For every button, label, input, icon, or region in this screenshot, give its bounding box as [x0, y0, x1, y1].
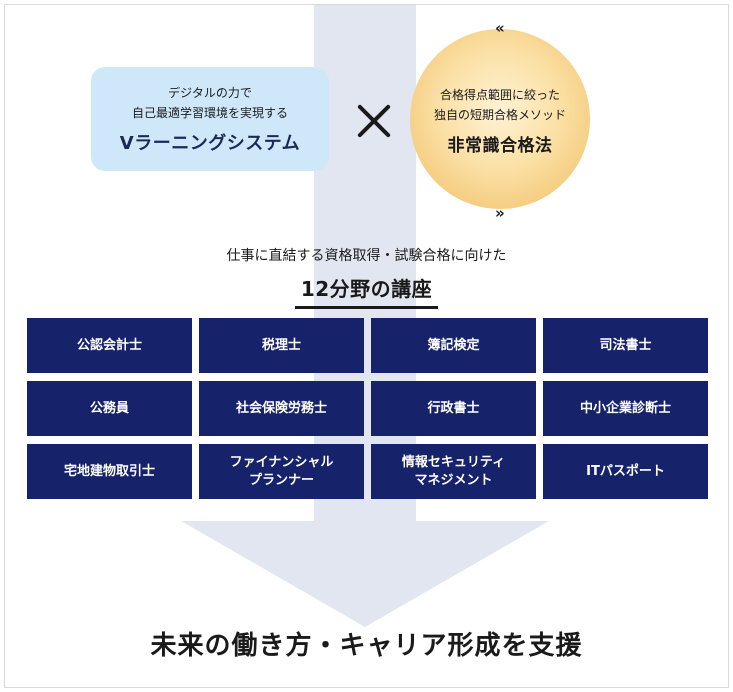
course-bookkeeping[interactable]: 簿記検定 [371, 318, 536, 373]
course-administrative-scrivener[interactable]: 行政書士 [371, 381, 536, 436]
method-circle: 合格得点範囲に絞った 独自の短期合格メソッド 非常識合格法 [410, 29, 590, 209]
course-real-estate[interactable]: 宅地建物取引士 [27, 444, 192, 499]
heading-wrap: 12分野の講座 [5, 273, 728, 309]
infographic-frame: デジタルの力で 自己最適学習環境を実現する Vラーニングシステム 合格得点範囲に… [4, 4, 729, 688]
method-subtitle: 合格得点範囲に絞った 独自の短期合格メソッド [410, 85, 590, 125]
method-subtitle-line2: 独自の短期合格メソッド [433, 108, 566, 122]
course-grid: 公認会計士 税理士 簿記検定 司法書士 公務員 社会保険労務士 行政書士 中小企… [27, 318, 708, 499]
course-financial-planner[interactable]: ファイナンシャル プランナー [199, 444, 364, 499]
course-sme-consultant[interactable]: 中小企業診断士 [543, 381, 708, 436]
course-judicial-scrivener[interactable]: 司法書士 [543, 318, 708, 373]
course-info-security[interactable]: 情報セキュリティ マネジメント [371, 444, 536, 499]
course-civil-servant[interactable]: 公務員 [27, 381, 192, 436]
method-title: 非常識合格法 [447, 136, 553, 156]
multiply-icon [354, 101, 394, 141]
background-down-arrow [181, 5, 549, 627]
vlearning-box: デジタルの力で 自己最適学習環境を実現する Vラーニングシステム [91, 67, 329, 171]
chevron-right-double-icon: » [495, 204, 505, 222]
vlearning-subtitle-line1: デジタルの力で [168, 86, 252, 100]
arrow-shape [181, 5, 549, 627]
vlearning-subtitle: デジタルの力で 自己最適学習環境を実現する [91, 83, 329, 123]
courses-heading: 12分野の講座 [294, 273, 439, 309]
vlearning-subtitle-line2: 自己最適学習環境を実現する [131, 106, 288, 120]
course-it-passport[interactable]: ITパスポート [543, 444, 708, 499]
method-subtitle-line1: 合格得点範囲に絞った [439, 88, 560, 102]
course-cpa[interactable]: 公認会計士 [27, 318, 192, 373]
course-tax-accountant[interactable]: 税理士 [199, 318, 364, 373]
vlearning-title: Vラーニングシステム [119, 133, 301, 154]
footer-message: 未来の働き方・キャリア形成を支援 [150, 631, 583, 661]
intro-text: 仕事に直結する資格取得・試験合格に向けた [226, 248, 507, 264]
chevron-left-double-icon: « [495, 19, 505, 37]
course-labor-consultant[interactable]: 社会保険労務士 [199, 381, 364, 436]
